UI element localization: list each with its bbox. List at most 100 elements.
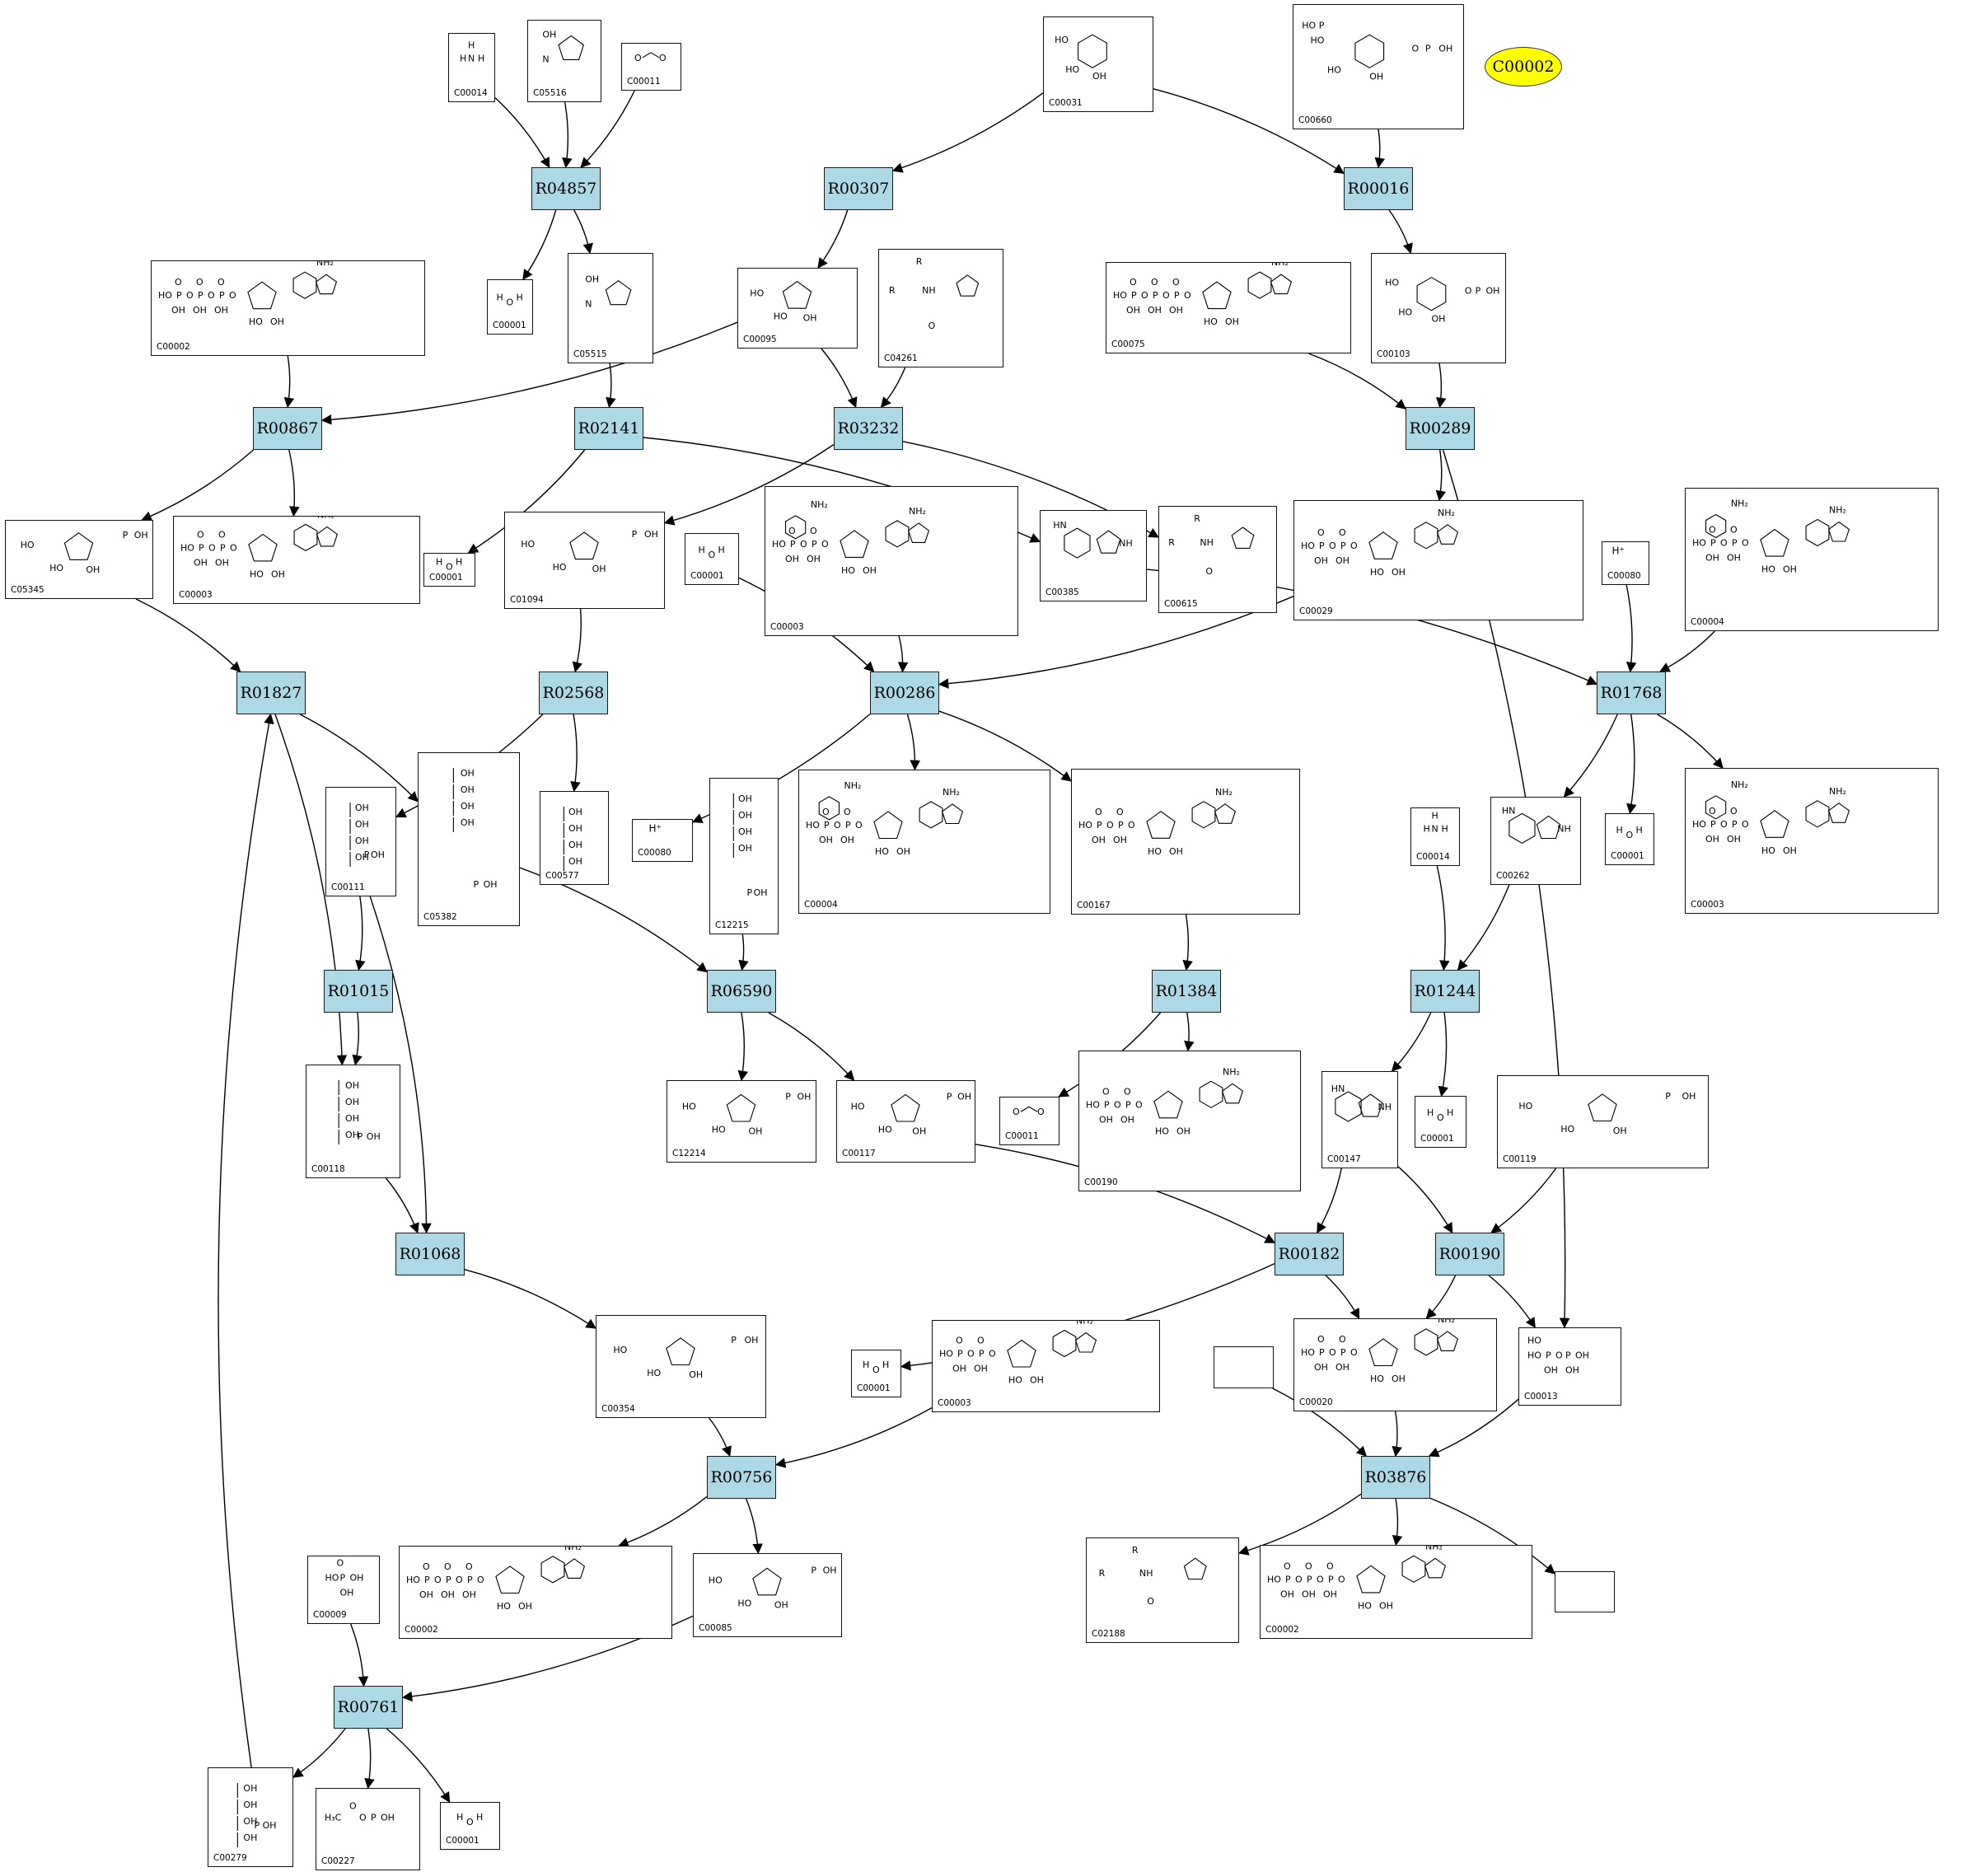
- reaction-edge: [709, 1417, 732, 1458]
- reaction-node[interactable]: R06590: [707, 970, 776, 1013]
- svg-text:H: H: [1616, 825, 1623, 835]
- svg-text:H: H: [478, 54, 484, 64]
- reaction-edge: [1429, 1497, 1555, 1575]
- reaction-edge: [274, 714, 348, 1066]
- reaction-node[interactable]: R00016: [1344, 167, 1413, 210]
- compound-id: C00354: [601, 1404, 635, 1414]
- reaction-edge: [817, 209, 849, 269]
- reaction-node[interactable]: R02568: [539, 672, 608, 714]
- reaction-node[interactable]: R03876: [1361, 1456, 1430, 1499]
- svg-text:P: P: [467, 1575, 473, 1585]
- reaction-node[interactable]: R00867: [253, 407, 322, 450]
- svg-text:OH: OH: [754, 887, 768, 898]
- svg-text:O: O: [1412, 43, 1420, 54]
- compound-node[interactable]: [1555, 1571, 1615, 1612]
- reaction-node[interactable]: R00756: [707, 1456, 776, 1499]
- compound-node[interactable]: HOPOOHOPOOHOHOOHNH₂C00003: [932, 1320, 1160, 1412]
- compound-node[interactable]: [1214, 1346, 1274, 1388]
- compound-node[interactable]: H⁺C00080: [1602, 541, 1649, 585]
- compound-node[interactable]: H⁺C00080: [632, 819, 693, 862]
- svg-text:OH: OH: [1379, 1600, 1393, 1611]
- reaction-node[interactable]: R01827: [236, 672, 306, 714]
- reaction-node[interactable]: R01244: [1410, 970, 1480, 1013]
- reaction-label: R01768: [1600, 684, 1663, 702]
- reaction-node[interactable]: R00289: [1406, 407, 1475, 450]
- reaction-node[interactable]: R00190: [1435, 1233, 1504, 1275]
- reaction-node[interactable]: R00182: [1275, 1233, 1344, 1275]
- reaction-node[interactable]: R04857: [531, 167, 601, 210]
- reaction-node[interactable]: R01768: [1597, 672, 1666, 714]
- compound-node[interactable]: HOPOOHOPOOHOHOOHNH₂C00003: [173, 516, 420, 604]
- svg-text:P: P: [1319, 1347, 1325, 1358]
- svg-text:P: P: [1319, 541, 1325, 551]
- reaction-node[interactable]: R01068: [395, 1233, 465, 1275]
- svg-text:P: P: [364, 849, 370, 860]
- reaction-node[interactable]: R00761: [334, 1686, 403, 1729]
- svg-text:H: H: [1427, 1107, 1434, 1118]
- reaction-node[interactable]: R02141: [574, 407, 643, 450]
- svg-text:HO: HO: [1148, 846, 1162, 857]
- highlight-compound[interactable]: C00002: [1485, 47, 1562, 87]
- svg-text:O: O: [337, 1557, 344, 1568]
- reaction-node[interactable]: R00286: [870, 672, 939, 714]
- svg-text:NH₂: NH₂: [1829, 786, 1846, 797]
- reaction-node[interactable]: R01015: [324, 970, 393, 1013]
- compound-node[interactable]: HOPOOHOPOOHOPOOHOHOOHNH₂C00075: [1106, 262, 1351, 353]
- reaction-node[interactable]: R03232: [834, 407, 903, 450]
- reaction-node[interactable]: R00307: [824, 167, 893, 210]
- svg-text:O: O: [844, 807, 851, 817]
- reaction-node[interactable]: R01384: [1152, 970, 1221, 1013]
